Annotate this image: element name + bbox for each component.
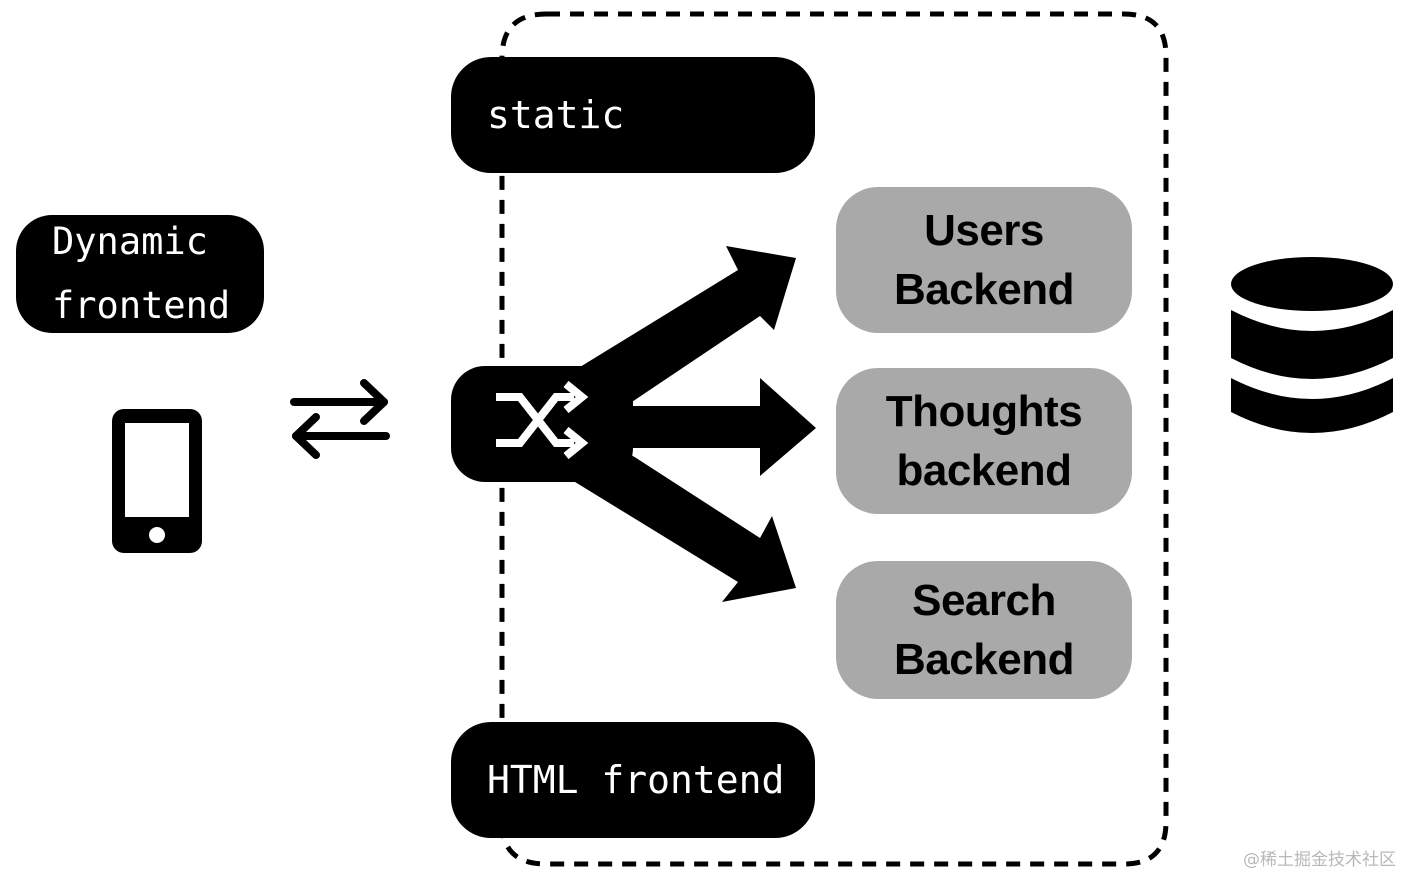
dynamic-frontend-node: Dynamic frontend bbox=[16, 215, 264, 333]
arrow-to-search bbox=[562, 436, 796, 602]
bidirectional-arrows-icon bbox=[290, 379, 390, 459]
smartphone-icon bbox=[112, 409, 202, 553]
search-backend-node: Search Backend bbox=[836, 561, 1132, 699]
users-backend-label-line2: Backend bbox=[894, 265, 1074, 314]
users-backend-node: Users Backend bbox=[836, 187, 1132, 333]
static-node-label: static bbox=[487, 93, 625, 137]
database-icon bbox=[1231, 257, 1393, 433]
html-frontend-label: HTML frontend bbox=[487, 758, 785, 802]
search-backend-label-line1: Search bbox=[912, 575, 1056, 625]
dynamic-frontend-label-line1: Dynamic bbox=[52, 220, 208, 264]
search-backend-label-line2: Backend bbox=[894, 635, 1074, 684]
thoughts-backend-label-line2: backend bbox=[896, 446, 1072, 495]
static-node: static bbox=[451, 57, 815, 173]
users-backend-label-line1: Users bbox=[924, 205, 1044, 255]
dynamic-frontend-label-line2: frontend bbox=[52, 284, 231, 327]
html-frontend-node: HTML frontend bbox=[451, 722, 815, 838]
shuffle-icon bbox=[496, 380, 589, 460]
watermark: @稀土掘金技术社区 bbox=[1243, 850, 1396, 870]
arrow-to-thoughts bbox=[610, 378, 816, 476]
thoughts-backend-label-line1: Thoughts bbox=[885, 386, 1083, 436]
thoughts-backend-node: Thoughts backend bbox=[836, 368, 1132, 514]
service-boundary bbox=[499, 11, 1169, 867]
